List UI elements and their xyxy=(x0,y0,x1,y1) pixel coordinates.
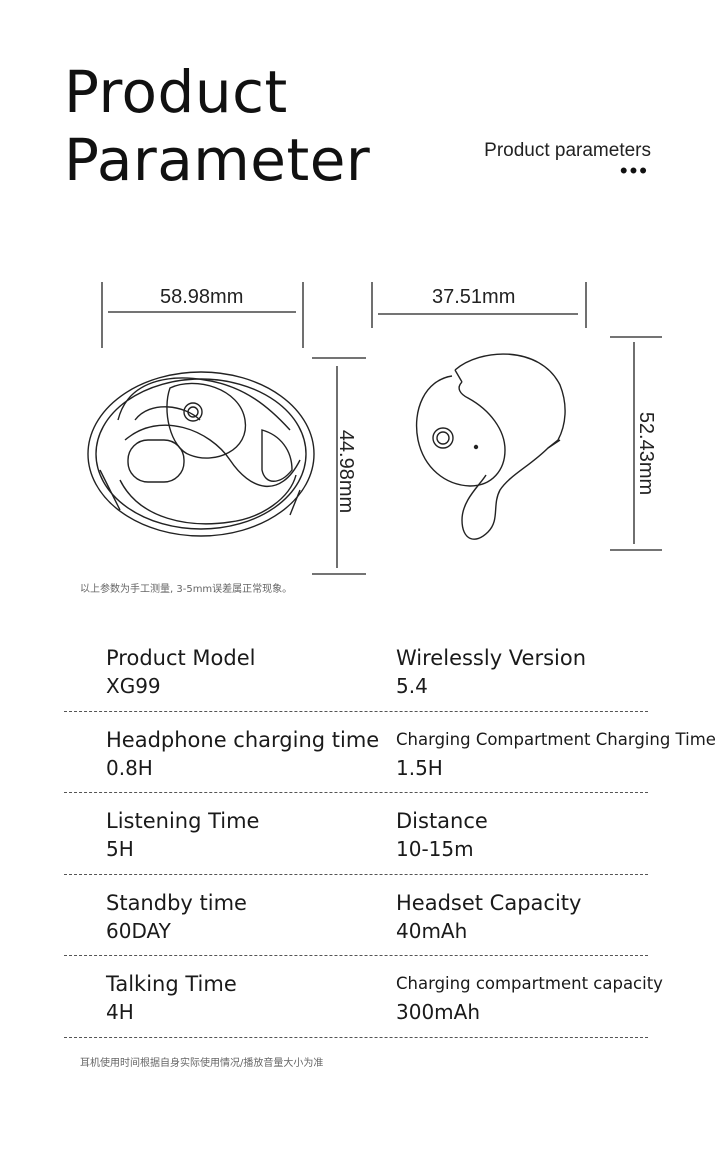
spec-value: 60DAY xyxy=(106,918,171,943)
spec-value: 4H xyxy=(106,1000,134,1024)
spec-label: Charging compartment capacity xyxy=(396,974,663,993)
spec-label: Product Model xyxy=(106,646,256,670)
charging-case-drawing xyxy=(87,371,315,537)
spec-value: 5H xyxy=(106,837,134,861)
measurement-note: 以上参数为手工测量, 3-5mm误差属正常现象。 xyxy=(80,584,293,595)
spec-label: Headphone charging time xyxy=(106,727,380,752)
spec-label: Wirelessly Version xyxy=(396,646,587,670)
spec-value: 5.4 xyxy=(396,674,428,698)
spec-row: Listening Time 5H Distance 10-15m xyxy=(64,803,648,885)
title-line-1: Product xyxy=(64,58,288,126)
spec-value: 1.5H xyxy=(396,755,443,780)
product-diagram xyxy=(87,282,662,575)
usage-footnote: 耳机使用时间根据自身实际使用情况/播放音量大小为准 xyxy=(80,1058,324,1069)
dashed-divider xyxy=(64,1036,648,1038)
case-width-label: 58.98mm xyxy=(160,286,244,308)
earbud-drawing xyxy=(415,353,566,540)
spec-row: Talking Time 4H Charging compartment cap… xyxy=(64,966,663,1048)
spec-row: Standby time 60DAY Headset Capacity 40mA… xyxy=(64,885,648,967)
spec-label: Distance xyxy=(396,809,488,833)
dashed-divider xyxy=(64,792,648,793)
spec-row: Product Model XG99 Wirelessly Version 5.… xyxy=(64,640,648,722)
page-subtitle: Product parameters xyxy=(484,140,651,161)
earbud-width-label: 37.51mm xyxy=(432,286,516,308)
dashed-divider xyxy=(64,955,648,956)
case-height-label: 44.98mm xyxy=(335,429,358,514)
spec-value: 40mAh xyxy=(396,918,468,943)
title-line-2: Parameter xyxy=(64,126,371,194)
spec-value: 300mAh xyxy=(396,1000,481,1024)
spec-value: XG99 xyxy=(106,674,161,698)
spec-label: Talking Time xyxy=(106,972,237,996)
spec-table: Product Model XG99 Wirelessly Version 5.… xyxy=(64,640,715,1048)
dimension-figure: 58.98mm 44.98mm 37.51mm 52.43mm xyxy=(0,270,715,590)
spec-row: Headphone charging time 0.8H Charging Co… xyxy=(64,722,715,804)
page-title: Product Parameter xyxy=(64,58,370,194)
spec-label: Headset Capacity xyxy=(396,890,582,915)
spec-label: Charging Compartment Charging Time xyxy=(396,729,715,749)
spec-label: Listening Time xyxy=(106,809,260,833)
earbud-height-label: 52.43mm xyxy=(635,411,658,496)
spec-value: 0.8H xyxy=(106,755,153,780)
dashed-divider xyxy=(64,710,648,712)
dashed-divider xyxy=(64,873,648,875)
spec-value: 10-15m xyxy=(396,837,474,861)
spec-label: Standby time xyxy=(106,890,247,915)
ellipsis-dots: ••• xyxy=(619,158,649,183)
